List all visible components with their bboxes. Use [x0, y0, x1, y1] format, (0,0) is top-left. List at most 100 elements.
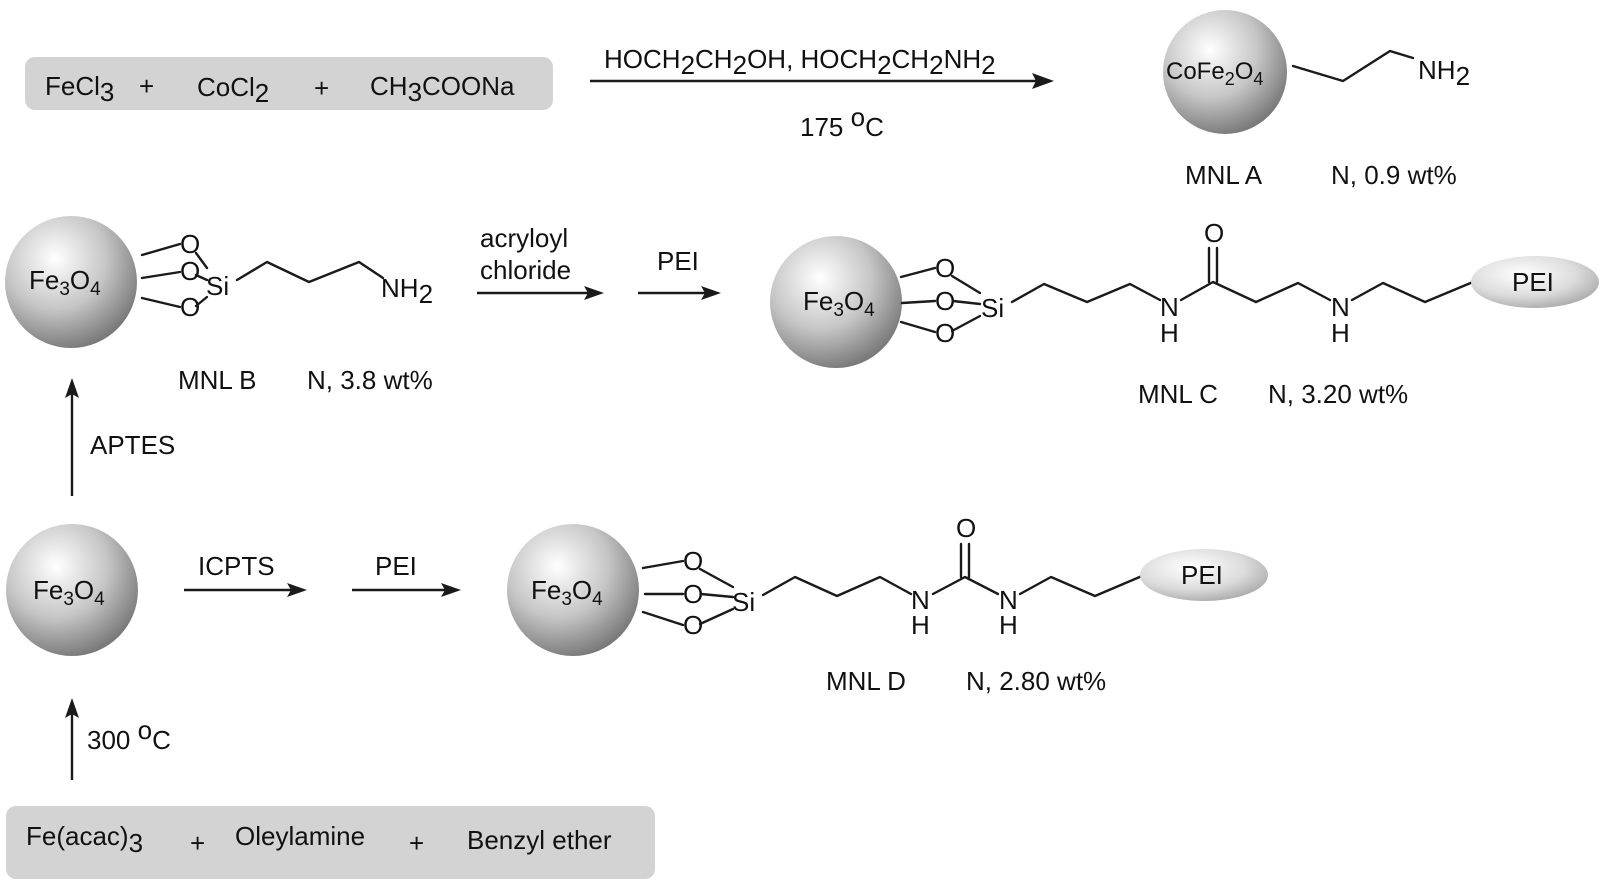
plus-sign: + [314, 73, 329, 103]
fe-o-bond [641, 610, 685, 627]
top-reactant-box: FeCl3 + CoCl2 + CH3COONa [25, 57, 553, 110]
silicon-atom: Si [206, 271, 229, 301]
reagent-acryloyl-chloride: acryloyl [480, 223, 568, 253]
amine-group: NH2 [381, 273, 433, 309]
o-si-bond [194, 251, 209, 270]
fe-o-bond [900, 299, 937, 305]
ethyl-chain-bond [1018, 574, 1144, 598]
amine-group: NH2 [1418, 55, 1470, 91]
bottom-reactant-box: Fe(acac)3 + Oleylamine + Benzyl ether [6, 806, 655, 879]
propyl-chain-bond [1010, 282, 1162, 304]
arrow-head [441, 583, 461, 597]
plus-sign: + [190, 828, 205, 858]
mnl-b-structure: Fe3O4 O O O Si NH2 MNL B N, 3.8 wt% [5, 216, 433, 395]
ethyl-chain-bond [1254, 281, 1332, 304]
reactant-fe-acac: Fe(acac)3 [26, 821, 143, 858]
fe-o-bond [140, 242, 182, 257]
oxygen-atom: O [935, 253, 955, 283]
o-si-bond [194, 273, 209, 282]
o-si-bond [698, 567, 735, 589]
amide-bond [1179, 280, 1258, 304]
oxygen-atom: O [180, 256, 200, 286]
mnl-c-nitrogen-content: N, 3.20 wt% [1268, 379, 1408, 409]
reactant-ch3coona: CH3COONa [370, 71, 515, 107]
reactant-benzyl-ether: Benzyl ether [467, 825, 612, 855]
carbonyl-oxygen: O [1204, 218, 1224, 248]
o-si-bond [698, 607, 735, 626]
oxygen-atom: O [935, 318, 955, 348]
propyl-chain-bond [761, 575, 913, 598]
oxygen-atom: O [935, 286, 955, 316]
reagent-box-background [6, 806, 655, 879]
amide-hydrogen: H [1160, 318, 1179, 348]
ethyl-chain-bond [1291, 49, 1415, 83]
mnl-b-nitrogen-content: N, 3.8 wt% [307, 365, 433, 395]
fe3o4-nanoparticle [770, 236, 902, 368]
pei-polymer [1140, 549, 1268, 601]
reaction-temperature: 175 oC [800, 102, 884, 142]
urea-hydrogen: H [911, 610, 930, 640]
oxygen-atom: O [180, 292, 200, 322]
oxygen-atom: O [683, 610, 703, 640]
arrow-head [65, 378, 79, 398]
propyl-chain-bond [235, 260, 385, 284]
o-si-bond [950, 274, 982, 295]
fe3o4-label: Fe3O4 [531, 575, 603, 610]
mnl-b-name: MNL B [178, 365, 257, 395]
fe-o-bond [641, 559, 685, 570]
reagent-box-background [25, 57, 553, 110]
to-d-arrows: ICPTS PEI [184, 551, 461, 597]
urea-bond [931, 575, 1000, 596]
pei-label: PEI [1512, 267, 1554, 297]
mnl-a-structure: CoFe2O4 NH2 MNL A N, 0.9 wt% [1163, 10, 1470, 190]
silicon-atom: Si [981, 293, 1004, 323]
aptes-arrow: APTES [65, 378, 175, 496]
o-si-bond [951, 299, 982, 306]
fe3o4-label: Fe3O4 [29, 265, 101, 300]
fe3o4-nanoparticle [507, 524, 639, 656]
oxygen-atom: O [683, 546, 703, 576]
reagent-icpts: ICPTS [198, 551, 275, 581]
amine-nitrogen: N [1331, 292, 1350, 322]
reagent-aptes: APTES [90, 430, 175, 460]
fe3o4-nanoparticle [6, 524, 138, 656]
urea-nitrogen: N [911, 585, 930, 615]
fe-o-bond [899, 320, 937, 334]
reagent-pei: PEI [375, 551, 417, 581]
ethyl-chain-bond [1350, 280, 1475, 304]
b-to-c-arrows: acryloyl chloride PEI [477, 223, 721, 300]
mnl-a-nitrogen-content: N, 0.9 wt% [1331, 160, 1457, 190]
mnl-d-name: MNL D [826, 666, 906, 696]
reactant-cocl2: CoCl2 [197, 72, 269, 108]
arrow-head [701, 286, 721, 300]
urea-hydrogen: H [999, 610, 1018, 640]
reactant-fecl3: FeCl3 [45, 71, 114, 107]
arrow-head [584, 286, 604, 300]
fe3o4-center: Fe3O4 [6, 524, 138, 656]
amide-nitrogen: N [1160, 292, 1179, 322]
arrow-head [1032, 73, 1054, 89]
urea-nitrogen: N [999, 585, 1018, 615]
cofe2o4-nanoparticle [1163, 10, 1287, 134]
silicon-atom: Si [732, 587, 755, 617]
oxygen-atom: O [683, 579, 703, 609]
fe3o4-label: Fe3O4 [33, 575, 105, 610]
mnl-d-nitrogen-content: N, 2.80 wt% [966, 666, 1106, 696]
reagent-pei: PEI [657, 246, 699, 276]
fe3o4-label: Fe3O4 [803, 286, 875, 321]
plus-sign: + [139, 71, 154, 101]
reaction-solvents: HOCH2CH2OH, HOCH2CH2NH2 [604, 44, 996, 80]
fe-o-bond [899, 266, 937, 279]
reaction-temperature: 300 oC [87, 715, 171, 755]
reactant-oleylamine: Oleylamine [235, 821, 365, 851]
plus-sign: + [409, 828, 424, 858]
cofe2o4-label: CoFe2O4 [1166, 58, 1263, 89]
pei-label: PEI [1181, 560, 1223, 590]
mnl-a-name: MNL A [1185, 160, 1263, 190]
arrow-head [287, 583, 307, 597]
fe-o-bond [140, 270, 182, 280]
o-si-bond [194, 295, 209, 308]
oxygen-atom: O [180, 229, 200, 259]
bottom-arrow: 300 oC [65, 698, 171, 780]
mnl-c-name: MNL C [1138, 379, 1218, 409]
